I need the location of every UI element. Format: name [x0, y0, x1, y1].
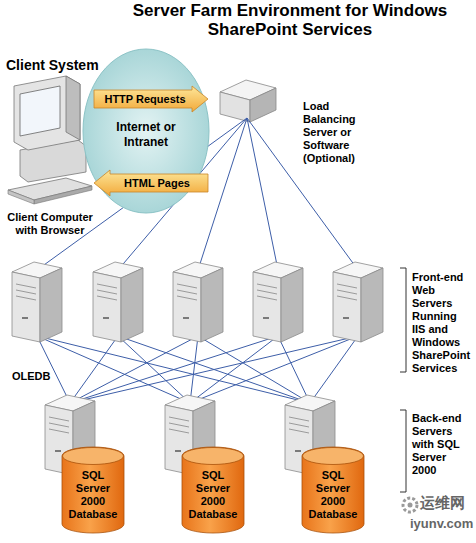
response-arrow: HTML Pages — [94, 170, 208, 196]
watermark: iyunv.com — [410, 516, 476, 531]
database-cylinder: SQL Server 2000 Database — [182, 447, 244, 533]
device-caption: Load Balancing Server or Software (Optio… — [303, 100, 375, 165]
client-computer — [8, 76, 92, 204]
node-text-holder: SQL Server 2000 Database — [62, 469, 124, 521]
network-cloud: Internet or Intranet HTTP RequestsHTML Pa… — [82, 48, 210, 214]
device-caption: Client Computer with Browser — [0, 211, 100, 237]
node-text: SQL Server 2000 Database — [306, 469, 360, 521]
watermark-icon — [403, 498, 417, 512]
node-text-holder: HTTP Requests — [94, 86, 208, 112]
node-text: Internet or Intranet — [104, 120, 188, 150]
protocol-label: OLEDB — [12, 370, 72, 383]
bracket-label: Front-end Web Servers Running IIS and Wi… — [412, 271, 470, 375]
node-text-holder: SQL Server 2000 Database — [302, 469, 364, 521]
watermark: 运维网 — [420, 494, 476, 511]
bracket-label: Back-end Servers with SQL Server 2000 — [412, 412, 466, 477]
node-text: HTTP Requests — [104, 93, 185, 106]
node-text-holder: SQL Server 2000 Database — [182, 469, 244, 521]
node-text-holder: HTML Pages — [94, 170, 208, 196]
bracket — [400, 268, 406, 492]
node-text-holder: Internet or Intranet — [104, 120, 188, 150]
node-text: HTML Pages — [124, 177, 190, 190]
database-cylinder: SQL Server 2000 Database — [62, 447, 124, 533]
front-end-server — [12, 262, 383, 342]
load-balancer — [220, 80, 276, 122]
node-text: SQL Server 2000 Database — [66, 469, 120, 521]
node-text: SQL Server 2000 Database — [186, 469, 240, 521]
request-arrow: HTTP Requests — [94, 86, 208, 112]
section-heading: Client System — [6, 57, 136, 73]
diagram-title: Server Farm Environment for Windows Shar… — [112, 1, 468, 39]
database-cylinder: SQL Server 2000 Database — [302, 447, 364, 533]
